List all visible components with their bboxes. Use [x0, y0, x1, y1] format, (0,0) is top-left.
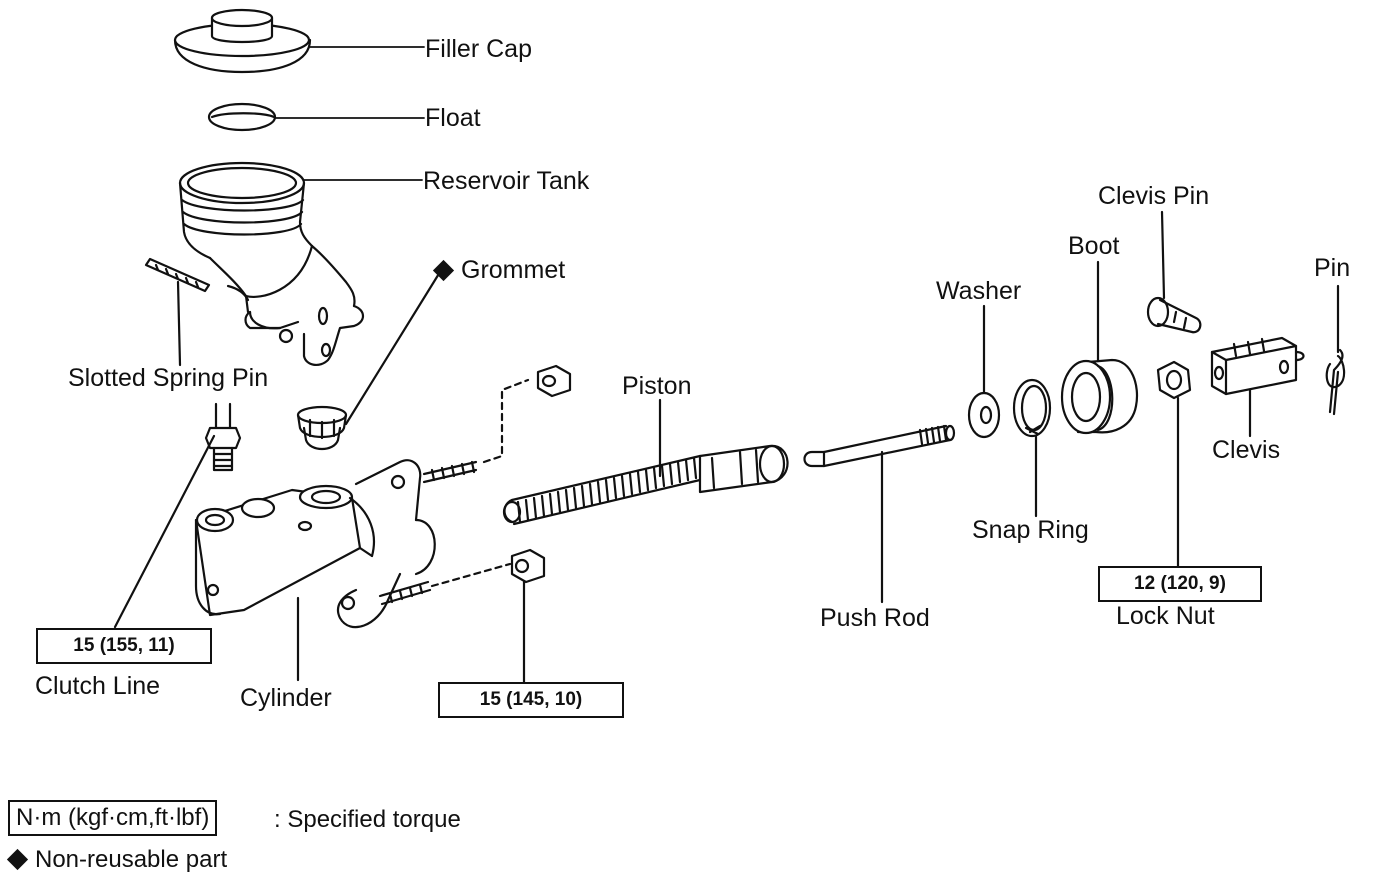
grommet-drawing	[296, 270, 442, 451]
label-boot: Boot	[1068, 232, 1120, 260]
filler-cap-drawing	[173, 8, 312, 74]
push-rod-drawing	[803, 424, 956, 604]
reservoir-tank-drawing	[178, 161, 365, 366]
master-cylinder-drawing	[194, 459, 478, 682]
torque-box-clutch-line: 15 (155, 11)	[36, 628, 212, 664]
label-float: Float	[425, 104, 481, 132]
lower-nut-drawing	[430, 548, 546, 686]
clutch-line-fitting-drawing	[113, 402, 242, 629]
label-pin: Pin	[1314, 254, 1351, 282]
legend-torque-units: N·m (kgf·cm,ft·lbf)	[8, 800, 218, 836]
upper-nut-drawing	[482, 364, 572, 464]
leader-lines	[275, 46, 425, 181]
label-clevis: Clevis	[1212, 436, 1281, 464]
non-reusable-diamond-icon	[432, 259, 455, 281]
label-piston: Piston	[622, 372, 692, 400]
clevis-pin-drawing	[1146, 210, 1202, 334]
piston-spring	[510, 454, 702, 526]
slotted-spring-pin-drawing	[144, 257, 211, 367]
label-filler-cap: Filler Cap	[425, 35, 532, 63]
label-lock-nut: Lock Nut	[1116, 602, 1215, 630]
legend-non-reusable: Non-reusable part	[6, 846, 227, 874]
label-washer: Washer	[936, 277, 1022, 305]
torque-box-cylinder-nut: 15 (145, 10)	[438, 682, 624, 718]
label-grommet: Grommet	[432, 256, 565, 284]
grommet-text: Grommet	[461, 256, 566, 284]
torque-box-lock-nut: 12 (120, 9)	[1098, 566, 1262, 602]
snap-ring-drawing	[1012, 378, 1052, 518]
washer-drawing	[967, 304, 1001, 439]
label-slotted-spring-pin: Slotted Spring Pin	[68, 364, 269, 392]
pin-drawing	[1325, 284, 1346, 416]
label-cylinder: Cylinder	[240, 684, 332, 712]
float-drawing	[207, 102, 277, 132]
label-reservoir-tank: Reservoir Tank	[423, 167, 590, 195]
clevis-drawing	[1210, 336, 1305, 438]
label-clutch-line: Clutch Line	[35, 672, 161, 700]
label-clevis-pin: Clevis Pin	[1098, 182, 1210, 210]
legend-torque-desc: : Specified torque	[274, 806, 461, 833]
legend-diamond-icon	[6, 849, 29, 871]
legend-non-reusable-text: Non-reusable part	[35, 846, 228, 873]
boot-drawing	[1060, 260, 1138, 435]
piston-drawing	[502, 398, 789, 526]
label-snap-ring: Snap Ring	[972, 516, 1089, 544]
lock-nut-drawing	[1156, 360, 1192, 572]
label-push-rod: Push Rod	[820, 604, 930, 632]
